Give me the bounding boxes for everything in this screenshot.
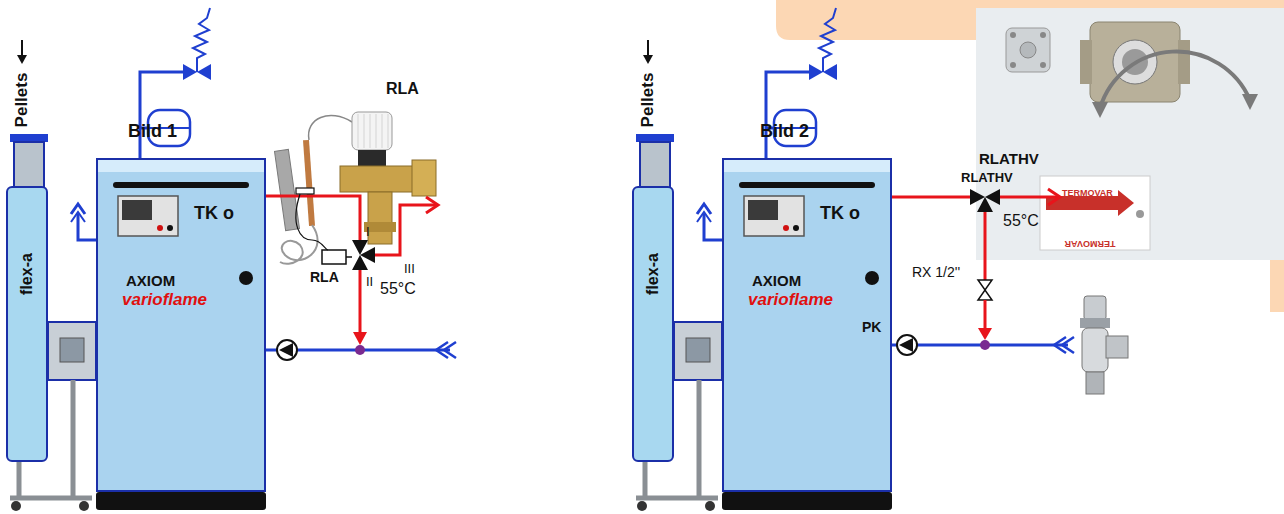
- port-label: II: [366, 275, 373, 289]
- brand-name: AXIOM: [126, 273, 175, 290]
- brand-name: AXIOM: [752, 273, 801, 290]
- figure-label: Bild 2: [760, 122, 809, 142]
- port-label: I: [366, 225, 370, 239]
- valve-label: RX 1/2'': [912, 265, 960, 280]
- burner-name: flex-a: [644, 253, 662, 295]
- sticker-text: TERMOVAR: [1062, 189, 1113, 199]
- port-label: III: [404, 262, 415, 276]
- temperature-label: 55°C: [380, 280, 416, 298]
- sticker-text: TERMOVAR: [1065, 238, 1116, 248]
- fuel-label: Pellets: [13, 73, 32, 128]
- temperature-label: 55°C: [1003, 212, 1039, 230]
- product-name: varioflame: [748, 291, 833, 310]
- valve-label: RLATHV: [961, 171, 1013, 185]
- burner-unit: flex-a: [6, 186, 48, 462]
- photo-title: RLA: [386, 80, 419, 98]
- boiler-box: TK o AXIOMvarioflame: [96, 158, 266, 492]
- figure-label: Bild 1: [128, 122, 177, 142]
- valve-label: RLA: [310, 270, 339, 285]
- model-label: TK o: [194, 204, 234, 224]
- photo-title: RLATHV: [979, 151, 1039, 168]
- burner-name: flex-a: [18, 253, 36, 295]
- model-label: TK o: [820, 204, 860, 224]
- product-name: varioflame: [122, 291, 207, 310]
- pump-label: PK: [862, 320, 881, 335]
- burner-unit: flex-a: [632, 186, 674, 462]
- fuel-label: Pellets: [639, 73, 658, 128]
